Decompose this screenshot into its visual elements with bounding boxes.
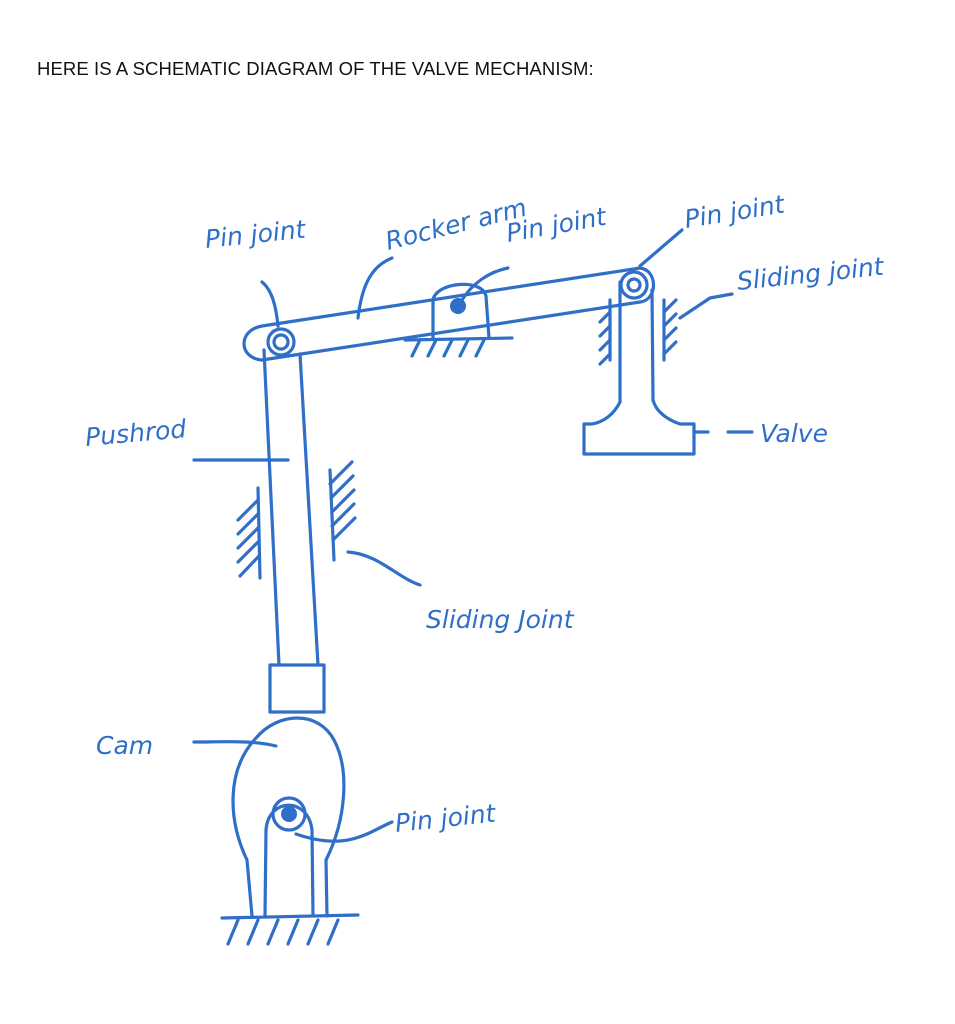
pushrod	[262, 348, 326, 714]
valve-sliding-joint	[598, 298, 678, 366]
label-sliding-joint-valve: Sliding joint	[736, 252, 886, 296]
page-heading: HERE IS A SCHEMATIC DIAGRAM OF THE VALVE…	[37, 58, 594, 79]
label-cam: Cam	[96, 731, 153, 760]
label-pin-joint-left: Pin joint	[204, 214, 308, 253]
label-sliding-joint-pushrod: Sliding Joint	[426, 605, 575, 634]
rocker-arm	[242, 266, 655, 362]
label-pushrod: Pushrod	[84, 414, 188, 452]
label-pin-joint-cam: Pin joint	[394, 798, 498, 837]
cam-ground	[220, 913, 360, 946]
label-pin-joint-right: Pin joint	[682, 189, 787, 234]
rocker-fulcrum-support	[403, 282, 514, 358]
pushrod-sliding-joint	[236, 460, 357, 580]
cam	[231, 716, 346, 918]
label-valve: Valve	[760, 419, 828, 448]
pin-joint-right	[619, 270, 649, 300]
pin-joint-left	[266, 327, 296, 357]
valve	[582, 280, 696, 456]
leader-lines	[192, 228, 754, 843]
